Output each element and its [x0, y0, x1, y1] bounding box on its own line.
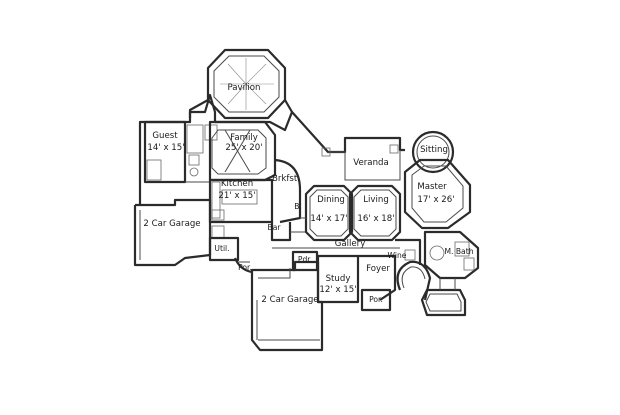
brkfst-label: Brkfst.: [272, 174, 300, 184]
pavilion-walls: [206, 48, 287, 120]
dining-walls: [304, 184, 354, 242]
living-label: Living: [363, 195, 389, 205]
utility-label: Util.: [214, 244, 229, 253]
master-size: 17' x 26': [417, 195, 454, 205]
room-labels: Pavilion Guest 14' x 15' Family 25' x 20…: [143, 83, 473, 305]
pavilion-ceiling-rays: [220, 58, 274, 110]
study-label: Study: [326, 274, 351, 284]
master-bath-label: M. Bath: [444, 247, 473, 256]
bath-small-label: B.: [294, 202, 302, 211]
sitting-label: Sitting: [420, 145, 448, 155]
foyer-label: Foyer: [366, 264, 390, 274]
utility-walls: [208, 236, 240, 262]
left-garage-walls: [133, 198, 212, 267]
guest-walls: [143, 120, 187, 184]
guest-size: 14' x 15': [147, 143, 184, 153]
porch-front-label: Por.: [369, 295, 383, 304]
wine-label: Wine: [388, 251, 407, 260]
brkfst-bay: [274, 158, 302, 224]
sitting-walls: [411, 130, 455, 174]
master-walls: [403, 158, 472, 230]
family-label: Family: [230, 133, 258, 143]
walls: [133, 48, 480, 352]
study-size: 12' x 15': [319, 285, 356, 295]
veranda-label: Veranda: [353, 158, 388, 168]
family-size: 25' x 20': [225, 143, 262, 153]
master-label: Master: [417, 182, 447, 192]
porch-walls: [360, 288, 392, 312]
foyer-stair: [396, 260, 432, 301]
front-garage-walls: [250, 260, 324, 352]
living-walls: [348, 184, 402, 242]
rear-wall: [138, 93, 405, 205]
porch-small-label: Por.: [238, 263, 252, 272]
living-size: 16' x 18': [357, 214, 394, 224]
garage-front-label: 2 Car Garage: [261, 295, 318, 305]
dining-label: Dining: [317, 195, 345, 205]
garage-left-label: 2 Car Garage: [143, 219, 200, 229]
kitchen-size: 21' x 15': [218, 191, 255, 201]
gallery-label: Gallery: [335, 239, 366, 249]
guest-label: Guest: [152, 131, 178, 141]
powder-label: Pdr.: [298, 255, 312, 264]
dining-size: 14' x 17': [310, 214, 347, 224]
pavilion-label: Pavilion: [227, 83, 260, 93]
kitchen-label: Kitchen: [221, 179, 253, 189]
master-bath-walls: [423, 230, 480, 280]
bar-label: Bar: [268, 223, 282, 232]
